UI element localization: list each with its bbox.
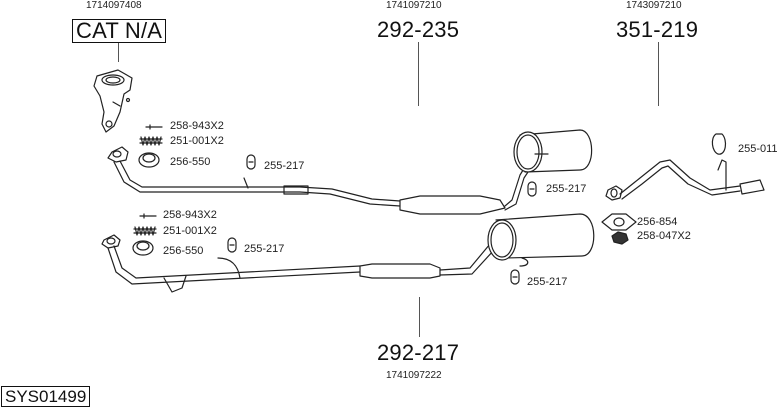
top-front-pipe-drawing — [107, 129, 593, 215]
top-gasket-label[interactable]: 256-550 — [170, 156, 211, 168]
top-small-parts-drawing — [138, 124, 537, 197]
cat-part-number[interactable]: CAT N/A — [72, 19, 167, 43]
bottom-hanger-label-2[interactable]: 255-217 — [527, 276, 568, 288]
tail-pipe-part-number[interactable]: 351-219 — [616, 17, 699, 42]
cat-article-number: 1714097408 — [86, 0, 142, 11]
top-silencer-article-number: 1741097210 — [386, 0, 442, 11]
bottom-front-pipe-drawing — [101, 213, 595, 293]
bottom-silencer-leader-line — [419, 297, 420, 337]
top-silencer-part-number[interactable]: 292-235 — [377, 17, 460, 42]
bottom-gasket-label[interactable]: 256-550 — [163, 245, 204, 257]
top-bolt-label[interactable]: 258-943X2 — [170, 120, 224, 132]
system-code-badge: SYS01499 — [1, 386, 91, 407]
top-silencer-leader-line — [418, 42, 419, 106]
top-spring-label[interactable]: 251-001X2 — [170, 135, 224, 147]
bottom-bolt-label[interactable]: 258-943X2 — [163, 209, 217, 221]
bottom-small-parts-drawing — [132, 213, 520, 285]
tail-flange-gasket-label[interactable]: 256-854 — [637, 216, 678, 228]
bottom-hanger-label-1[interactable]: 255-217 — [244, 243, 285, 255]
tail-pipe-drawing — [601, 133, 765, 245]
cat-leader-line — [118, 42, 119, 62]
tail-pipe-article-number: 1743097210 — [626, 0, 682, 11]
bottom-silencer-part-number[interactable]: 292-217 — [377, 340, 460, 365]
top-hanger-label-1[interactable]: 255-217 — [264, 160, 305, 172]
top-hanger-label-2[interactable]: 255-217 — [546, 183, 587, 195]
tail-nut-label[interactable]: 258-047X2 — [637, 230, 691, 242]
tail-pipe-leader-line — [658, 42, 659, 106]
catalytic-converter-drawing — [93, 69, 133, 133]
tail-hanger-label[interactable]: 255-011 — [738, 143, 778, 155]
bottom-spring-label[interactable]: 251-001X2 — [163, 225, 217, 237]
bottom-silencer-article-number: 1741097222 — [386, 370, 442, 381]
